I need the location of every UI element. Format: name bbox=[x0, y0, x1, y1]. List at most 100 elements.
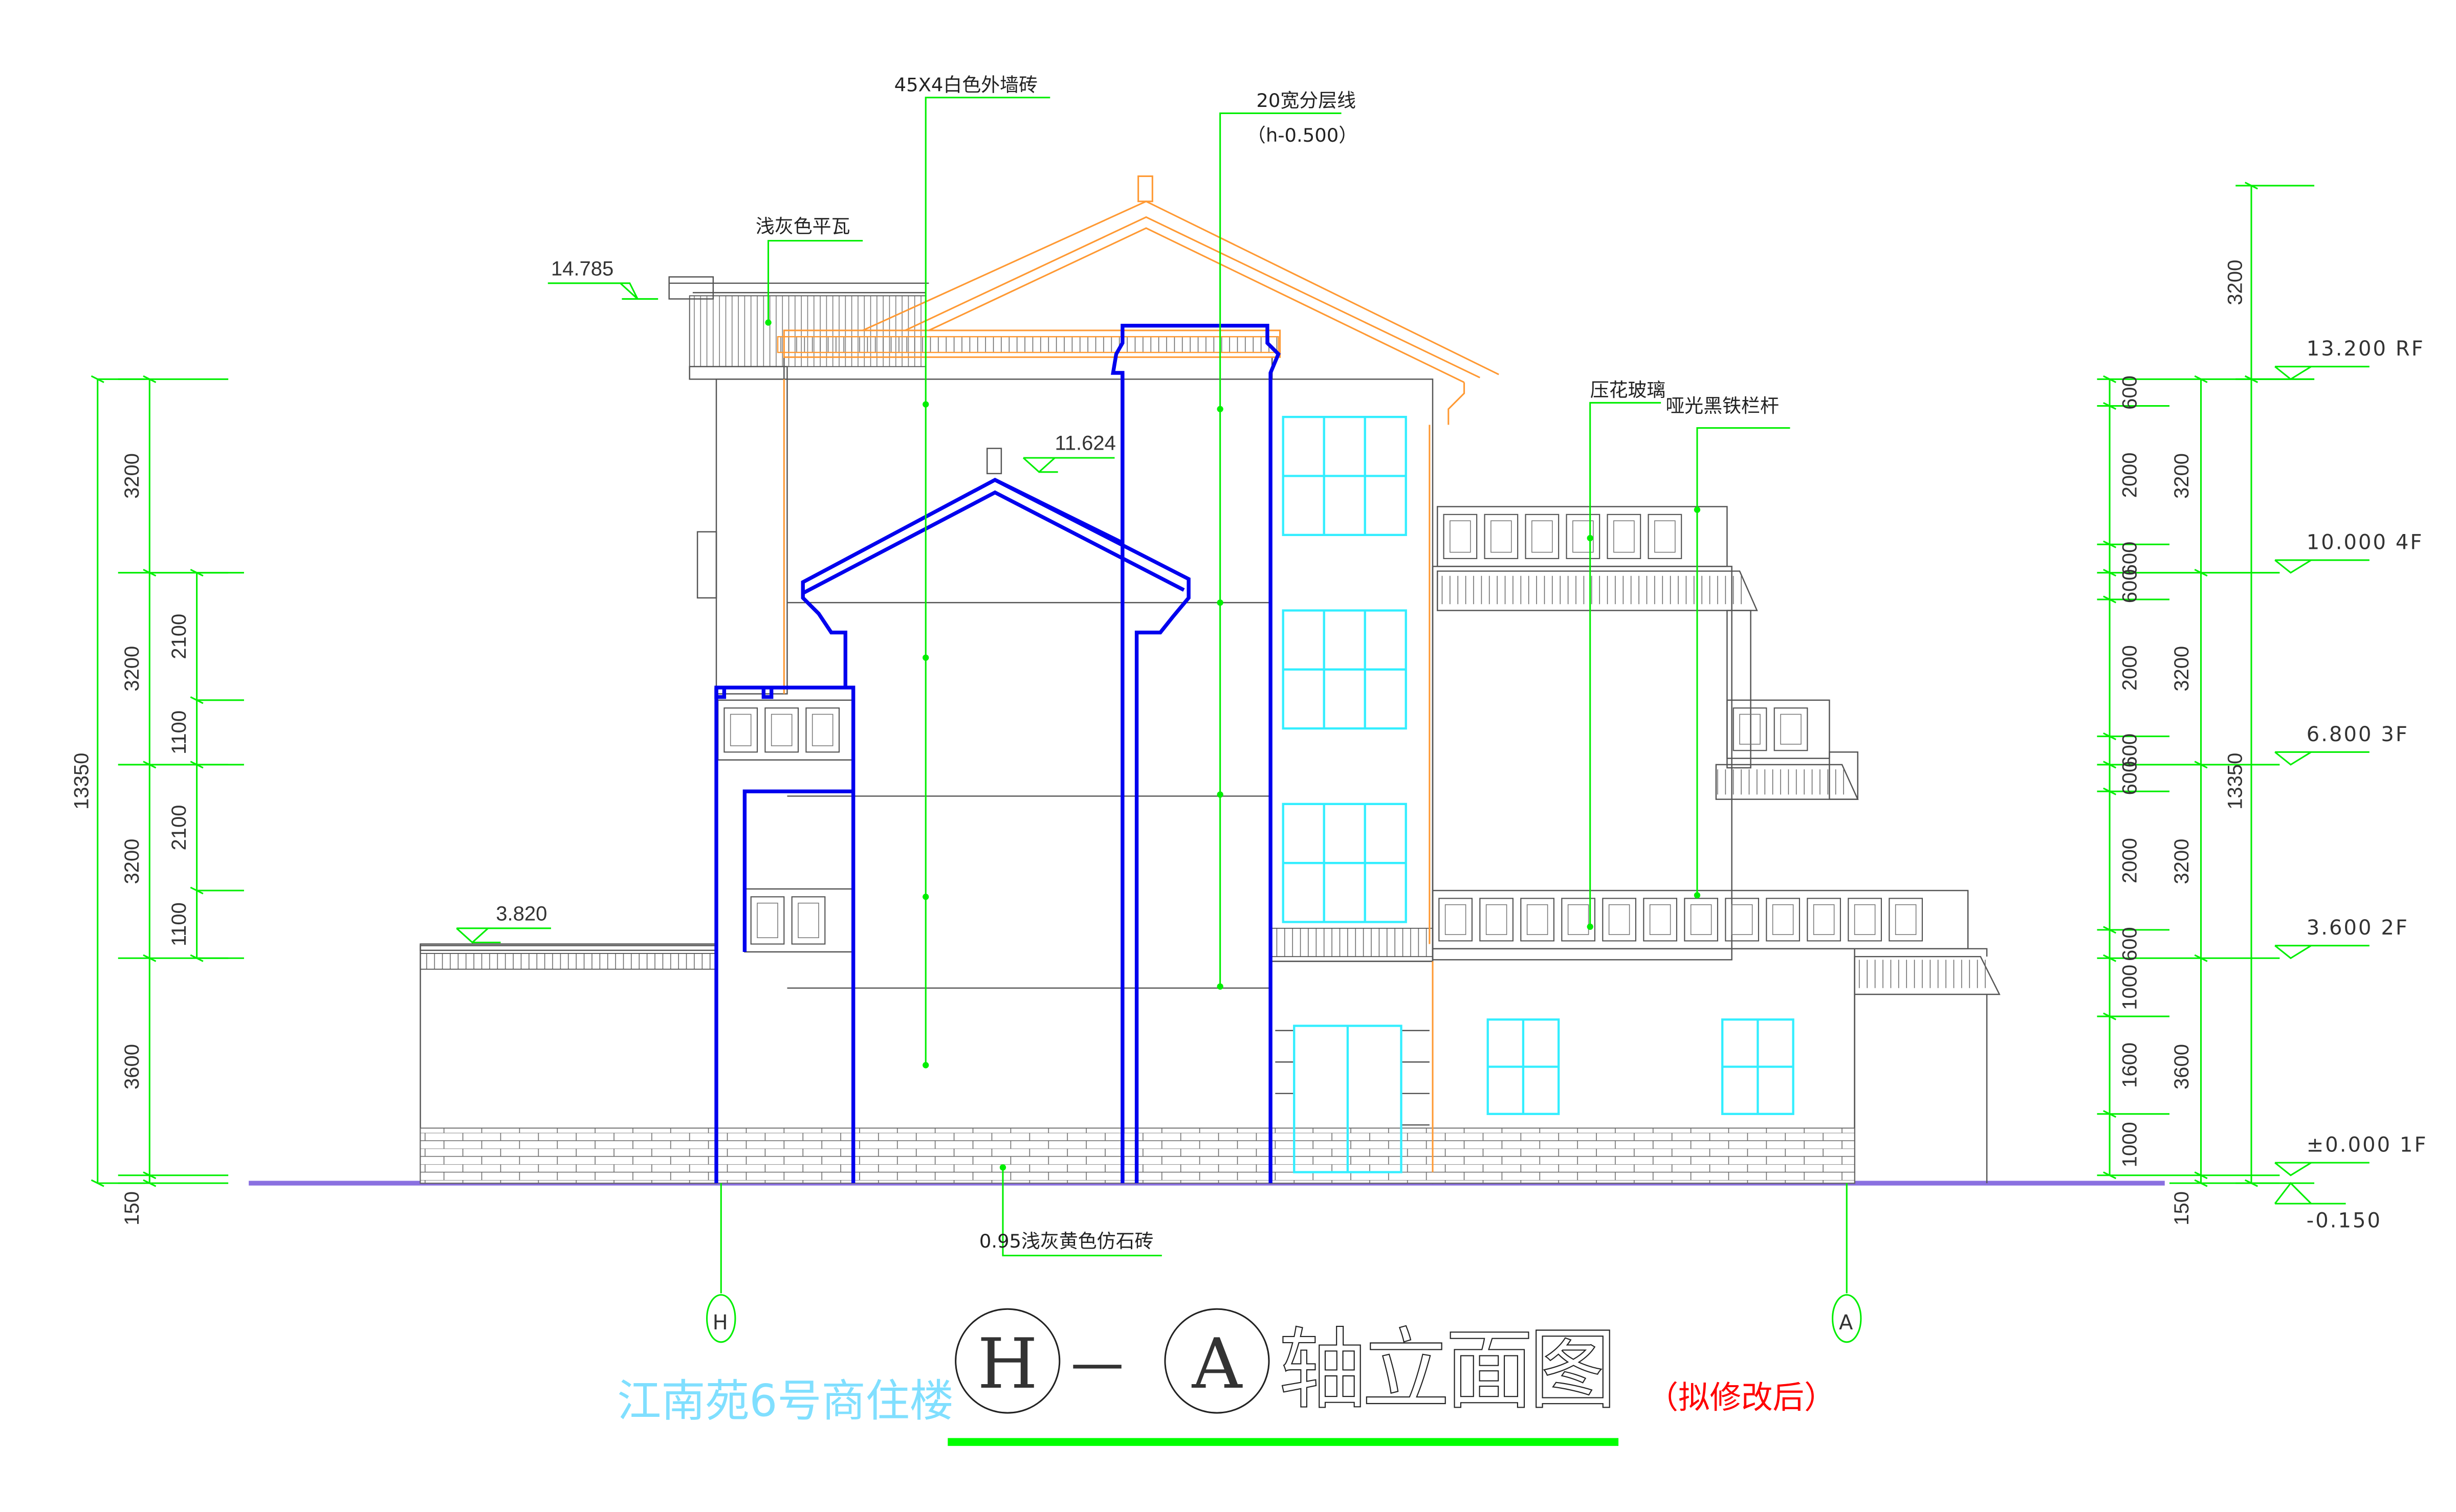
railing-panel bbox=[750, 896, 785, 945]
dimension-label: 1000 bbox=[2118, 1122, 2141, 1167]
railing-panel bbox=[1807, 898, 1841, 942]
dimension-tick bbox=[2194, 761, 2208, 769]
railing-panel bbox=[1525, 514, 1560, 560]
leader-lines bbox=[720, 97, 1848, 1294]
dimension-tick bbox=[2103, 926, 2117, 934]
railing-panel bbox=[1561, 898, 1595, 942]
railing-panel bbox=[1479, 898, 1514, 942]
right-dimensions: 3200320032003600150320013350600200060060… bbox=[2097, 182, 2428, 1232]
level-marker: ±0.000 1F bbox=[2274, 1133, 2428, 1176]
level-triangle bbox=[2274, 366, 2370, 381]
dimension-label: 3600 bbox=[2170, 1044, 2193, 1089]
railing-label: 哑光黑铁栏杆 bbox=[1665, 395, 1779, 417]
dimension-tick bbox=[2245, 182, 2258, 190]
railing-panel-inner bbox=[1895, 904, 1917, 935]
railing-panel bbox=[1520, 898, 1554, 942]
railing-panel-inner bbox=[1572, 520, 1594, 553]
dimension-label: 2000 bbox=[2118, 645, 2141, 691]
level-label: 13.200 RF bbox=[2307, 337, 2425, 361]
dimension-tick bbox=[190, 696, 204, 704]
svg-text:11.624: 11.624 bbox=[1055, 432, 1116, 455]
railing-panel bbox=[791, 896, 826, 945]
dimension-label: 1000 bbox=[2118, 965, 2141, 1010]
dimension-tick bbox=[143, 375, 157, 383]
floor-line-label: 20宽分层线 bbox=[1256, 90, 1356, 112]
railing-panel-inner bbox=[730, 714, 752, 746]
railing-panel-inner bbox=[1485, 904, 1507, 935]
dimension-label: 600 bbox=[2118, 375, 2141, 410]
dimension-tick bbox=[2103, 787, 2117, 795]
svg-text:14.785: 14.785 bbox=[551, 257, 613, 280]
elevation-ridge: 14.785 bbox=[547, 257, 659, 300]
dimension-tick bbox=[2245, 1179, 2258, 1187]
dimension-label: 3200 bbox=[121, 839, 143, 884]
dimension-label: 3600 bbox=[121, 1044, 143, 1089]
railing-panel bbox=[1848, 898, 1882, 942]
dimension-tick bbox=[143, 1179, 157, 1187]
dimension-label: 600 bbox=[2118, 927, 2141, 961]
level-marker: -0.150 bbox=[2274, 1182, 2382, 1232]
railing-panel bbox=[1725, 898, 1759, 942]
railing-panel bbox=[1607, 514, 1641, 560]
dimension-tick bbox=[91, 1179, 104, 1187]
dimension-tick bbox=[2103, 1171, 2117, 1180]
railing-panel-inner bbox=[1531, 520, 1553, 553]
railing-panel bbox=[1766, 898, 1800, 942]
wall-tile-label: 45X4白色外墙砖 bbox=[894, 74, 1038, 96]
level-marker: 13.200 RF bbox=[2274, 337, 2425, 381]
svg-text:H: H bbox=[713, 1311, 730, 1335]
railing-panel-inner bbox=[757, 902, 778, 939]
title-dash: — bbox=[1070, 1332, 1124, 1394]
dimension-tick bbox=[143, 954, 157, 962]
axis-bubble-a: A bbox=[1832, 1294, 1862, 1343]
dimension-tick bbox=[2194, 375, 2208, 383]
dimension-tick bbox=[2103, 732, 2117, 741]
level-label: ±0.000 1F bbox=[2307, 1133, 2428, 1157]
level-label: -0.150 bbox=[2307, 1209, 2382, 1232]
dimension-label: 13350 bbox=[70, 753, 93, 810]
railing-panel bbox=[805, 707, 840, 753]
title-name: 轴立面图 bbox=[1278, 1319, 1617, 1421]
railing-panel-inner bbox=[812, 714, 834, 746]
project-name: 江南苑6号商住楼 bbox=[617, 1375, 954, 1427]
railing-panel-inner bbox=[1649, 904, 1671, 935]
railing-panel-inner bbox=[1731, 904, 1753, 935]
dimension-label: 3200 bbox=[2170, 453, 2193, 499]
dimension-tick bbox=[190, 569, 204, 577]
dimension-label: 2100 bbox=[168, 805, 190, 850]
dimension-label: 600 bbox=[2118, 733, 2141, 768]
railing-panel-inner bbox=[1608, 904, 1630, 935]
dimension-tick bbox=[2194, 569, 2208, 577]
title-axis-to: A bbox=[1192, 1323, 1243, 1404]
dimension-label: 600 bbox=[2118, 542, 2141, 576]
dimension-tick bbox=[2103, 402, 2117, 410]
railing-panel-inner bbox=[1444, 904, 1466, 935]
dimension-tick bbox=[2103, 954, 2117, 962]
railing-panel-inner bbox=[771, 714, 793, 746]
drawing-title: 江南苑6号商住楼 H — A 轴立面图 （拟修改后） bbox=[617, 1308, 1836, 1446]
base-stone-label: 0.95浅灰黄色仿石砖 bbox=[979, 1230, 1154, 1252]
dimension-label: 1100 bbox=[168, 710, 190, 754]
glass-label: 压花玻璃 bbox=[1590, 379, 1666, 401]
dimension-tick bbox=[2103, 375, 2117, 383]
dimension-tick bbox=[2194, 1171, 2208, 1180]
dimension-tick bbox=[2103, 595, 2117, 604]
railing-panel bbox=[1566, 514, 1600, 560]
railing-panel bbox=[723, 707, 758, 753]
svg-text:A: A bbox=[1839, 1311, 1854, 1335]
railing bbox=[744, 888, 854, 953]
railing-panel bbox=[1733, 707, 1767, 751]
dimension-label: 600 bbox=[2118, 569, 2141, 603]
axis-bubble-h: H bbox=[706, 1294, 736, 1343]
railing-panel bbox=[1643, 898, 1677, 942]
dimension-tick bbox=[2245, 375, 2258, 383]
floor-line-height: （h-0.500） bbox=[1247, 124, 1357, 146]
railing-panel bbox=[764, 707, 799, 753]
level-triangle bbox=[2274, 1162, 2370, 1176]
level-marker: 10.000 4F bbox=[2274, 531, 2422, 574]
dimension-tick bbox=[190, 954, 204, 962]
railing-panel-inner bbox=[1854, 904, 1876, 935]
title-axis-from: H bbox=[977, 1323, 1038, 1404]
